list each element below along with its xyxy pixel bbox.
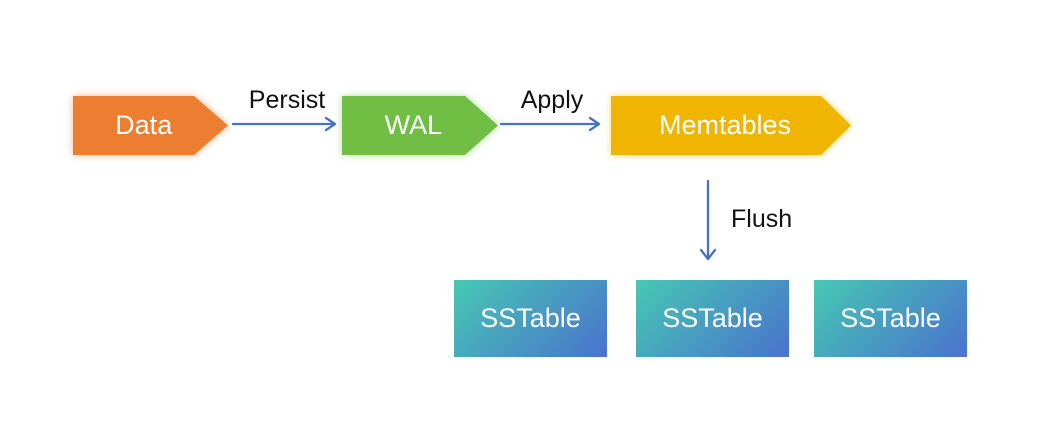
sstable-box-3: SSTable xyxy=(814,280,967,357)
persist-edge-label: Persist xyxy=(248,86,326,114)
data-node-shape: Data xyxy=(73,96,228,155)
apply-edge-label: Apply xyxy=(520,86,584,114)
flush-edge-label: Flush xyxy=(731,205,793,233)
memtables-node: Memtables xyxy=(611,96,851,155)
data-node-label: Data xyxy=(115,110,173,140)
apply-arrow xyxy=(500,116,601,132)
wal-node-label: WAL xyxy=(384,110,443,140)
memtables-node-shape: Memtables xyxy=(611,96,851,155)
sstable-box-2: SSTable xyxy=(636,280,789,357)
persist-arrow xyxy=(232,116,337,132)
flush-arrow xyxy=(699,179,717,261)
wal-node-shape: WAL xyxy=(342,96,498,155)
wal-node: WAL xyxy=(342,96,498,155)
sstable-box-3-label: SSTable xyxy=(840,303,941,333)
memtables-node-label: Memtables xyxy=(658,110,792,140)
sstable-box-1: SSTable xyxy=(454,280,607,357)
data-node: Data xyxy=(73,96,228,155)
sstable-box-1-label: SSTable xyxy=(480,303,581,333)
sstable-box-2-label: SSTable xyxy=(662,303,763,333)
